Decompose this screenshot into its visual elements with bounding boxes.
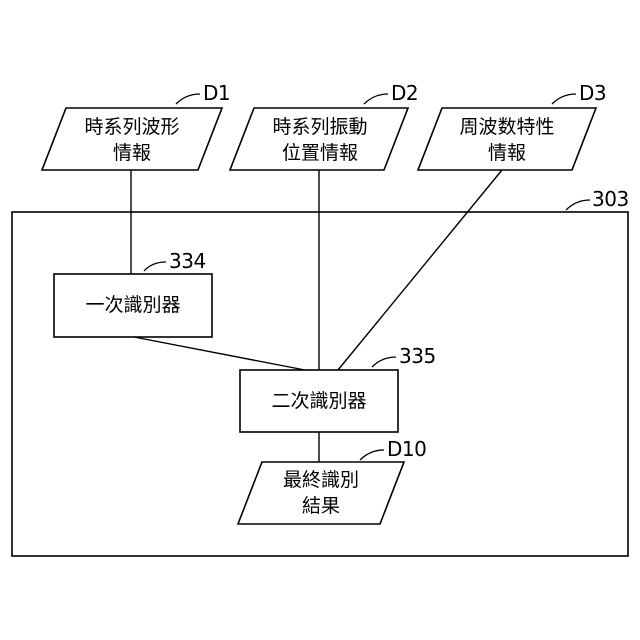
ref-d1: D1 (203, 82, 230, 104)
input-d1-line2: 情報 (52, 140, 212, 166)
ref-303: 303 (592, 188, 629, 210)
ref-d10: D10 (387, 438, 426, 460)
output-d10-line1: 最終識別 (246, 467, 396, 493)
ref-335: 335 (399, 345, 436, 367)
secondary-classifier-label: 二次識別器 (240, 388, 398, 414)
leader-d10 (360, 450, 384, 460)
output-d10-line2: 結果 (246, 493, 396, 519)
input-d2-line1: 時系列振動 (240, 114, 400, 140)
line-d3-to-secondary (338, 170, 502, 370)
input-d3-text: 周波数特性 情報 (427, 114, 587, 166)
leader-d2 (364, 94, 388, 104)
input-d1-line1: 時系列波形 (52, 114, 212, 140)
input-d2-line2: 位置情報 (240, 140, 400, 166)
leader-d3 (552, 94, 576, 104)
line-primary-to-secondary (134, 337, 305, 370)
ref-334: 334 (169, 250, 206, 272)
input-d3-line1: 周波数特性 (427, 114, 587, 140)
ref-d3: D3 (579, 82, 606, 104)
leader-303 (566, 200, 590, 210)
leader-335 (372, 357, 396, 367)
output-d10-text: 最終識別 結果 (246, 467, 396, 519)
input-d1-text: 時系列波形 情報 (52, 114, 212, 166)
leader-334 (144, 262, 166, 271)
input-d3-line2: 情報 (427, 140, 587, 166)
ref-d2: D2 (391, 82, 418, 104)
leader-d1 (176, 94, 200, 104)
primary-classifier-label: 一次識別器 (54, 292, 212, 318)
input-d2-text: 時系列振動 位置情報 (240, 114, 400, 166)
